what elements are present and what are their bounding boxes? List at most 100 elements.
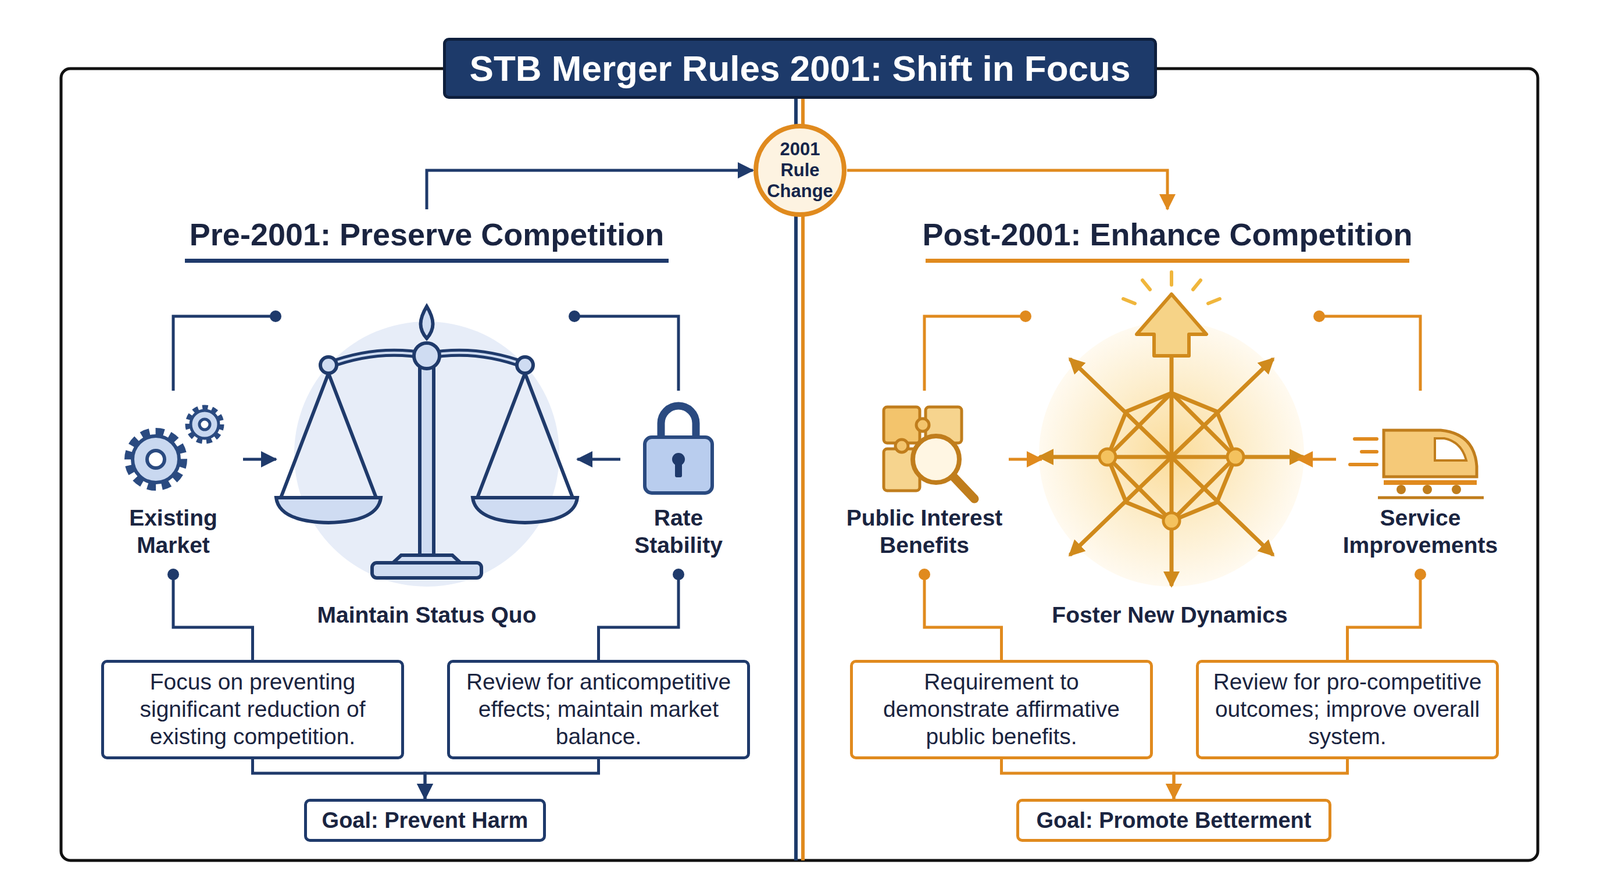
gear-body — [132, 436, 180, 483]
scale-pan — [472, 497, 578, 523]
icon-label: Existing Market — [103, 390, 244, 575]
connector-arrow — [1001, 759, 1175, 799]
process-box: Requirement to demonstrate affirmative p… — [850, 659, 1153, 760]
section-heading: Post-2001: Enhance Competition — [925, 209, 1410, 263]
starburst-ray — [1169, 351, 1174, 457]
icon-label-text: Service Improvements — [1336, 504, 1505, 560]
puzzle-tab — [895, 439, 909, 453]
gear-teeth — [188, 408, 221, 441]
sparkle-rays — [1123, 272, 1220, 304]
train-wheel — [1451, 484, 1462, 495]
starburst-icon — [1040, 351, 1303, 585]
connector-arrow — [243, 458, 277, 462]
leader-line — [924, 316, 1026, 391]
goal-text: Goal: Prevent Harm — [322, 808, 529, 834]
scale-joint — [320, 356, 337, 374]
goal-box: Goal: Promote Betterment — [1016, 798, 1332, 842]
box-text: Review for pro-competitive outcomes; imp… — [1208, 668, 1487, 750]
leader-line — [1319, 316, 1421, 391]
gear-body — [190, 410, 219, 439]
connector-arrow — [1297, 458, 1337, 462]
icon-label: Rate Stability — [620, 390, 737, 575]
goal-box: Goal: Prevent Harm — [304, 798, 546, 842]
section-heading: Pre-2001: Preserve Competition — [184, 209, 669, 263]
title-banner: STB Merger Rules 2001: Shift in Focus — [443, 37, 1157, 99]
gear-hole — [199, 419, 210, 430]
scale-base — [372, 562, 482, 578]
connector-arrow — [598, 574, 680, 660]
magnifier-lens — [912, 436, 960, 483]
scale-pan — [276, 497, 381, 523]
leader-dot — [1414, 568, 1427, 581]
train-wheel — [1396, 484, 1406, 495]
lock-shackle — [661, 405, 696, 439]
circle-text: 2001 Rule Change — [763, 138, 837, 202]
starburst-node — [1163, 512, 1180, 530]
heading-text: Pre-2001: Preserve Competition — [189, 216, 664, 253]
starburst-node — [1227, 448, 1244, 466]
starburst-up-arrow — [1136, 294, 1207, 356]
connector-arrow — [426, 170, 753, 210]
train-rail — [1377, 496, 1484, 500]
process-box: Focus on preventing significant reductio… — [101, 659, 405, 760]
connector-arrow — [924, 574, 1002, 660]
scale-pole — [419, 348, 434, 559]
leader-dot — [269, 310, 282, 323]
scale-finial — [420, 306, 434, 339]
icon-label: Public Interest Benefits — [840, 390, 1009, 575]
puzzle-tab — [916, 418, 930, 432]
circle-outline — [755, 126, 845, 215]
lock-keyhole — [675, 462, 682, 478]
goal-text: Goal: Promote Betterment — [1036, 808, 1312, 834]
icon-label-text: Public Interest Benefits — [840, 504, 1009, 560]
leader-dot — [672, 568, 685, 581]
box-text: Requirement to demonstrate affirmative p… — [862, 668, 1141, 750]
lock-body — [644, 437, 713, 494]
box-text: Focus on preventing significant reductio… — [113, 668, 392, 750]
leader-line — [173, 316, 276, 391]
icon-label-text: Existing Market — [103, 504, 244, 560]
connector-arrow — [425, 759, 599, 799]
train-wheel — [1422, 484, 1432, 495]
leader-dot — [918, 568, 931, 581]
magnifier-handle — [953, 476, 975, 499]
process-box: Review for pro-competitive outcomes; imp… — [1195, 659, 1499, 760]
illustration-text: Maintain Status Quo — [316, 601, 537, 630]
leader-line — [574, 316, 679, 391]
connector-arrow — [1347, 574, 1421, 660]
connector-arrow — [847, 170, 1168, 210]
connector-arrow — [173, 574, 253, 660]
glow-backdrop — [1038, 321, 1305, 587]
puzzle-piece — [883, 406, 920, 444]
process-box: Review for anticompetitive effects; main… — [447, 659, 750, 760]
leader-dot — [568, 310, 581, 323]
starburst-diamond — [1107, 393, 1236, 521]
rule-change-circle: 2001 Rule Change — [752, 123, 848, 218]
train-stripe — [1383, 480, 1477, 485]
speed-lines — [1350, 438, 1377, 465]
leader-dot — [1019, 310, 1032, 323]
box-text: Review for anticompetitive effects; main… — [459, 668, 738, 750]
leader-dot — [167, 568, 180, 581]
connector-arrow — [252, 759, 426, 799]
gear-teeth — [129, 432, 183, 487]
heading-text: Post-2001: Enhance Competition — [922, 216, 1413, 253]
illustration-text: Foster New Dynamics — [1051, 601, 1288, 630]
starburst-node — [1099, 448, 1116, 466]
scale-chain — [280, 373, 573, 498]
scale-backdrop — [294, 321, 560, 587]
leader-dot — [1313, 310, 1325, 323]
train-body — [1383, 430, 1477, 477]
icon-label-text: Rate Stability — [620, 504, 737, 560]
scale-hub — [413, 343, 440, 369]
connector-arrow — [1173, 759, 1348, 799]
scale-joint — [516, 356, 534, 374]
illustration-label: Foster New Dynamics — [1041, 302, 1298, 634]
illustration-label: Maintain Status Quo — [276, 302, 578, 634]
connector-arrow — [577, 458, 621, 462]
icon-label: Service Improvements — [1336, 390, 1505, 575]
connector-arrow — [1008, 458, 1042, 462]
train-window — [1434, 438, 1467, 461]
gear-hole — [147, 450, 165, 469]
